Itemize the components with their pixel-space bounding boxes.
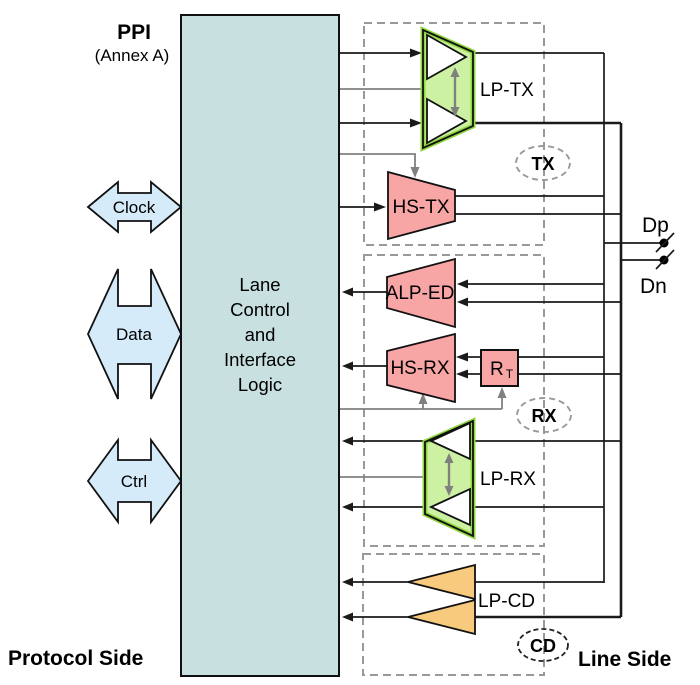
ctrl-double-arrow (86, 437, 183, 525)
lp-rx-buffer-top-triangle (428, 421, 471, 461)
right-arrowhead (410, 48, 422, 58)
gray-down-arrowhead (444, 486, 454, 496)
lane-control-text-line: Logic (238, 374, 282, 395)
ppi-clock-arrow: Clock (86, 180, 183, 234)
left-arrowhead (456, 369, 468, 379)
lp-rx-label: LP-RX (480, 469, 536, 490)
receiver-input-lines (456, 279, 621, 379)
right-arrowhead (374, 202, 386, 212)
left-arrowhead (342, 612, 353, 622)
ppi-subtitle: (Annex A) (95, 46, 170, 65)
gray-up-arrowhead (418, 393, 428, 404)
hs-tx-block: HS-TX (387, 170, 456, 241)
left-arrowhead (457, 297, 468, 307)
lp-cd-top-triangle (407, 563, 476, 601)
tx-group-oval: TX (515, 145, 571, 181)
left-arrowhead (342, 287, 353, 297)
rt-label-sub: T (506, 367, 514, 381)
ppi-title: PPI (117, 21, 151, 44)
ctrl-arrow-label: Ctrl (121, 472, 147, 491)
rt-shape (480, 349, 519, 387)
hs-rx-shape (386, 332, 456, 404)
cd-oval-label: CD (530, 636, 556, 656)
gray-up-arrowhead (497, 387, 507, 398)
dn-terminal-slash (655, 249, 675, 270)
left-arrowhead (342, 436, 353, 446)
lp-cd-label: LP-CD (478, 591, 535, 612)
lane-control-text-line: Control (230, 299, 290, 320)
gray-up-arrowhead (444, 453, 454, 463)
lp-cd-block: LP-CD (407, 563, 535, 636)
rx-group-dashed-box (363, 254, 545, 547)
rx-oval-shape (516, 397, 572, 433)
gray-down-arrowhead (450, 107, 460, 117)
hs-tx-label: HS-TX (393, 197, 450, 218)
rx-oval-label: RX (531, 406, 556, 426)
alp-ed-block: ALP-ED (386, 257, 456, 329)
rt-label-main: R (490, 359, 504, 380)
line-side-label: Line Side (578, 648, 671, 671)
hs-tx-shape (387, 170, 456, 241)
gray-up-arrowhead (450, 67, 460, 77)
dp-pin-label: Dp (642, 214, 669, 237)
hs-rx-block: HS-RX (386, 332, 456, 404)
lp-tx-outline (422, 28, 474, 150)
rx-group-oval: RX (516, 397, 572, 433)
lane-control-text-line: Interface (224, 349, 296, 370)
lane-control-text-line: Lane (239, 274, 280, 295)
data-double-arrow (87, 268, 182, 400)
lp-rx-block: LP-RX (422, 417, 536, 540)
cd-group-oval: CD (517, 628, 569, 662)
right-arrowhead (410, 118, 422, 128)
lane-control-rect (180, 14, 340, 677)
alp-ed-label: ALP-ED (386, 283, 455, 304)
left-arrowhead (342, 502, 353, 512)
left-arrowhead (457, 279, 468, 289)
tx-oval-shape (515, 145, 571, 181)
lp-tx-buffer-top-triangle (426, 33, 468, 81)
lp-rx-buffer-bottom-triangle (428, 487, 471, 527)
ppi-data-arrow: Data (87, 268, 182, 400)
clock-double-arrow (86, 180, 183, 234)
alp-ed-shape (386, 257, 456, 329)
left-arrowhead (342, 361, 353, 371)
dn-pin-label: Dn (640, 275, 667, 298)
cd-oval-shape (517, 628, 569, 662)
lp-cd-bottom-triangle (407, 598, 476, 636)
line-side-bus (455, 52, 675, 619)
tx-group-dashed-box (363, 22, 545, 246)
lp-rx-outline (424, 419, 474, 538)
dp-terminal-slash (655, 232, 675, 253)
lp-tx-block: LP-TX (420, 26, 534, 152)
lane-control-block: Lane Control and Interface Logic (180, 14, 340, 677)
data-arrow-label: Data (116, 325, 152, 344)
gray-down-arrowhead (410, 167, 420, 178)
tx-oval-label: TX (531, 154, 554, 174)
cd-group-dashed-box (362, 553, 545, 676)
lane-control-text-line: and (245, 324, 276, 345)
protocol-side-label: Protocol Side (8, 647, 143, 670)
lp-tx-label: LP-TX (480, 80, 534, 101)
lp-tx-buffer-bottom-triangle (426, 97, 468, 145)
clock-arrow-label: Clock (113, 198, 156, 217)
hs-rx-label: HS-RX (390, 358, 449, 379)
ppi-ctrl-arrow: Ctrl (86, 437, 183, 525)
left-arrowhead (456, 352, 468, 362)
left-arrowhead (342, 577, 353, 587)
hs-tx-gray-ctl-line (339, 153, 416, 167)
